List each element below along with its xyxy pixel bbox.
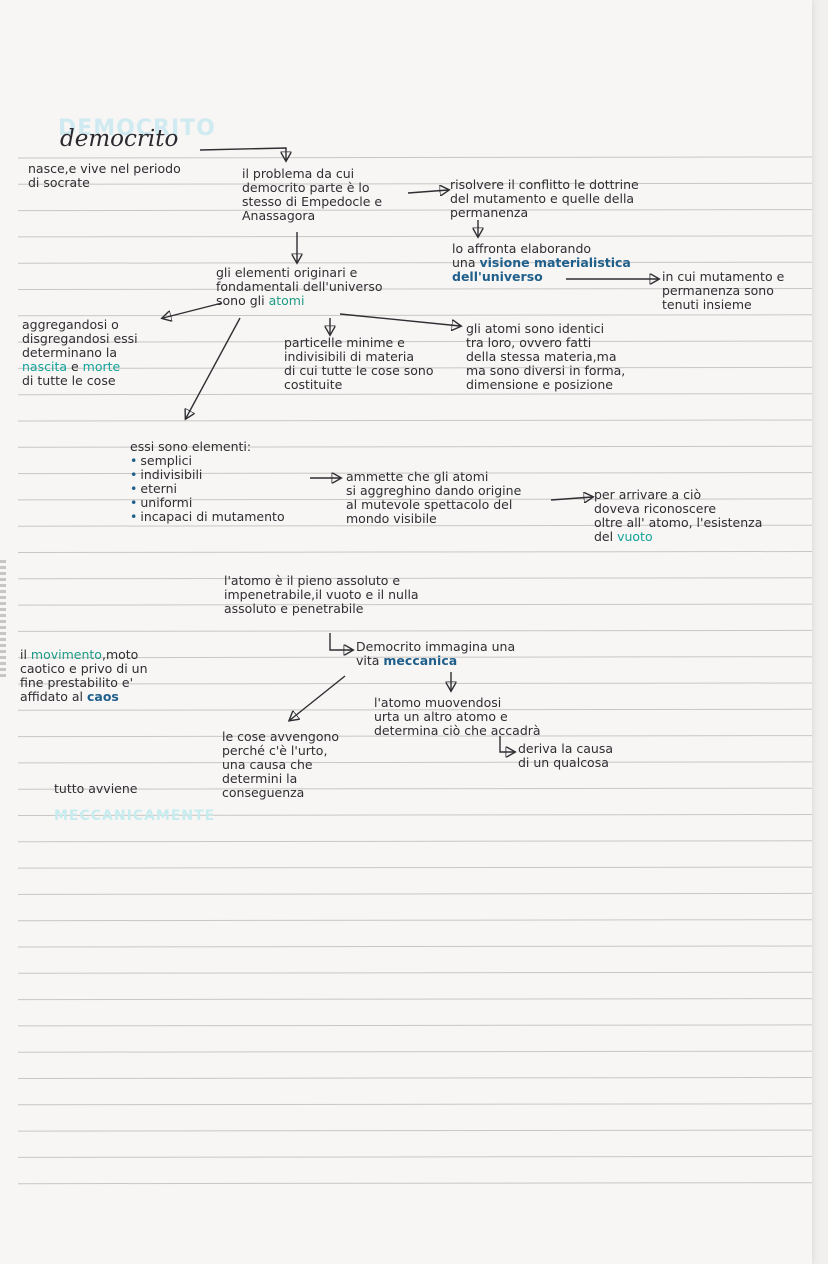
mech-vision-note: Democrito immagina una vita meccanica	[356, 639, 516, 668]
ruled-line	[17, 393, 812, 396]
ruled-line	[17, 629, 812, 632]
elements-note: gli elementi originari e fondamentali de…	[216, 265, 383, 308]
title-highlight-shadow: DEMOCRITO	[58, 116, 216, 141]
ruled-line	[17, 445, 812, 448]
properties-heading: essi sono elementi:	[130, 439, 252, 454]
vision-note: lo affronta elaborando una visione mater…	[452, 241, 631, 284]
ruled-line	[17, 1050, 812, 1053]
ruled-line	[17, 1103, 812, 1106]
ruled-line	[17, 288, 812, 290]
problem-note: il problema da cui democrito parte è lo …	[242, 166, 383, 223]
ruled-line	[17, 524, 812, 527]
faded-highlight: MECCANICAMENTE	[54, 808, 216, 824]
void-note: per arrivare a ciò doveva riconoscere ol…	[594, 487, 763, 544]
ruled-line	[17, 472, 812, 475]
movement-note: il movimento,moto caotico e privo di un …	[20, 647, 148, 704]
aggregation-note: aggregandosi o disgregandosi essi determ…	[22, 317, 138, 388]
resolve-note: risolvere il conflitto le dottrine del m…	[450, 177, 639, 220]
ruled-line	[17, 340, 812, 343]
list-item: •eterni	[130, 481, 177, 496]
ruled-line	[17, 1155, 812, 1158]
ruled-line	[17, 761, 812, 764]
ruled-line	[17, 998, 812, 1001]
list-item: •semplici	[130, 453, 192, 468]
list-item: •indivisibili	[130, 467, 203, 482]
ruled-line	[17, 971, 812, 974]
things-happen-note: le cose avvengono perché c'è l'urto, una…	[222, 729, 340, 800]
ruled-line	[17, 235, 812, 238]
ruled-line	[17, 945, 812, 948]
ruled-line	[17, 1024, 812, 1027]
ruled-line	[17, 787, 812, 790]
ruled-line	[17, 682, 812, 685]
ruled-line	[17, 314, 812, 317]
ruled-line	[17, 419, 812, 422]
list-item: •uniformi	[130, 495, 193, 510]
ruled-line	[17, 1129, 812, 1132]
ruled-line	[17, 866, 812, 869]
ruled-line	[17, 209, 812, 212]
ruled-line	[17, 735, 812, 738]
ruled-line	[17, 261, 812, 264]
in-cui-note: in cui mutamento e permanenza sono tenut…	[662, 269, 785, 312]
birth-note: nasce,e vive nel periodo di socrate	[28, 161, 181, 190]
ruled-line	[17, 577, 812, 580]
ruled-line	[17, 182, 812, 185]
ruled-line	[17, 603, 812, 606]
page-title: democrito	[60, 126, 179, 152]
cause-derivation-note: deriva la causa di un qualcosa	[518, 741, 614, 770]
ruled-line	[17, 551, 812, 553]
properties-note: essi sono elementi: •semplici •indivisib…	[130, 440, 285, 524]
ruled-line	[17, 498, 812, 501]
list-item: •incapaci di mutamento	[130, 509, 285, 524]
ruled-line	[17, 708, 812, 711]
aggregate-note: ammette che gli atomi si aggreghino dand…	[346, 469, 522, 526]
collision-note: l'atomo muovendosi urta un altro atomo e…	[374, 695, 541, 738]
ruled-line	[17, 814, 812, 816]
ruled-line	[17, 840, 812, 843]
ruled-line	[17, 1077, 812, 1079]
ruled-line	[17, 892, 812, 895]
ruled-line	[17, 156, 812, 159]
everything-happens-note: tutto avviene	[54, 781, 138, 796]
ruled-line	[17, 656, 812, 659]
identical-note: gli atomi sono identici tra loro, ovvero…	[466, 321, 626, 392]
ruled-line	[17, 1182, 812, 1185]
page-edge-mark	[0, 560, 6, 680]
ruled-line	[17, 366, 812, 369]
properties-list: •semplici •indivisibili •eterni •uniform…	[130, 454, 285, 524]
ruled-line	[17, 919, 812, 922]
particles-note: particelle minime e indivisibili di mate…	[284, 335, 434, 392]
atom-full-note: l'atomo è il pieno assoluto e impenetrab…	[224, 573, 419, 616]
